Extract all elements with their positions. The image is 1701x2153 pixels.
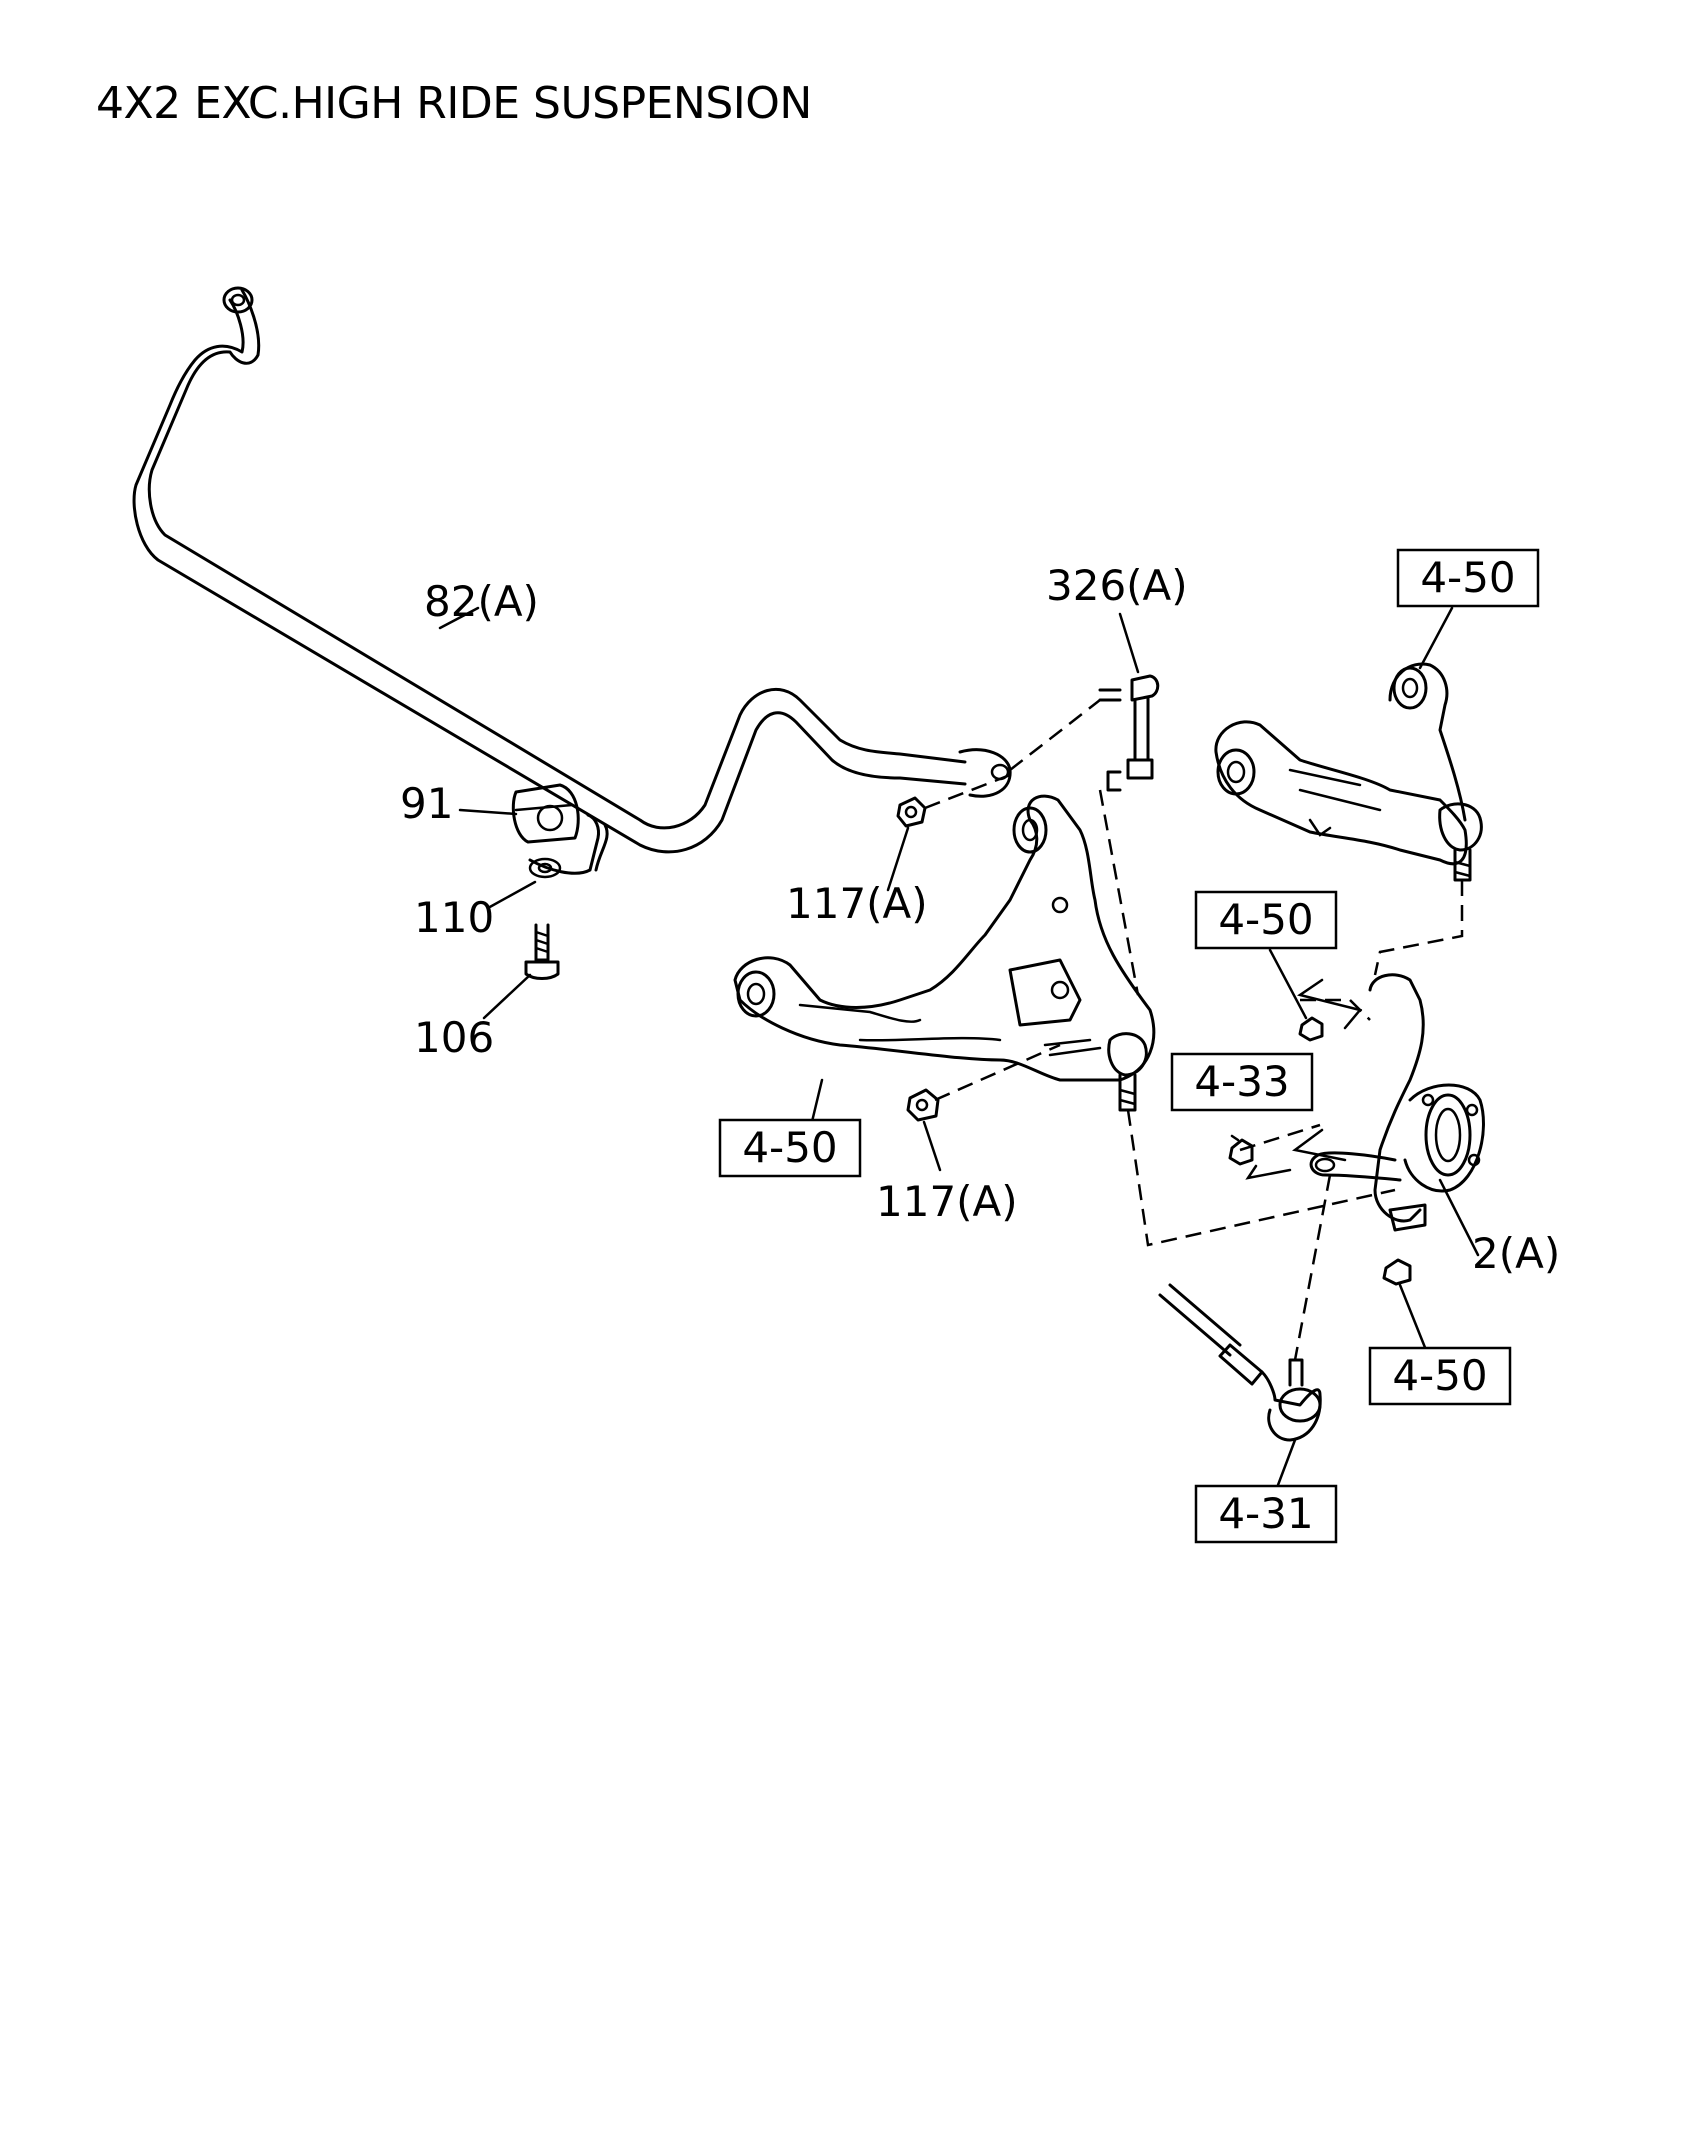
- lower-arm[interactable]: [733, 794, 1156, 1112]
- stabilizer-bar[interactable]: [132, 286, 1012, 854]
- ref-knuckle-nut[interactable]: 4-33: [1170, 1052, 1314, 1112]
- page-title: 4X2 EXC.HIGH RIDE SUSPENSION: [96, 78, 812, 129]
- ref-tie-rod[interactable]: 4-31: [1194, 1484, 1338, 1544]
- knuckle-upper-nut[interactable]: [1298, 1016, 1324, 1042]
- knuckle-nut[interactable]: [1228, 1138, 1254, 1166]
- ref-knuckle-upper[interactable]: 4-50: [1194, 890, 1338, 950]
- svg-text:4-50: 4-50: [742, 1123, 837, 1172]
- bracket[interactable]: [528, 813, 609, 879]
- svg-text:4-33: 4-33: [1194, 1057, 1289, 1106]
- callout-82: 82(A): [424, 577, 539, 626]
- bushing[interactable]: [511, 783, 580, 844]
- svg-text:4-50: 4-50: [1420, 553, 1515, 602]
- nut-lower[interactable]: [906, 1088, 940, 1122]
- ref-lower-arm[interactable]: 4-50: [718, 1118, 862, 1178]
- steering-knuckle[interactable]: [1309, 973, 1485, 1232]
- callout-117-upper: 117(A): [786, 879, 928, 928]
- tie-rod-end[interactable]: [1158, 1283, 1322, 1442]
- callout-326: 326(A): [1046, 561, 1188, 610]
- ref-upper-arm[interactable]: 4-50: [1396, 548, 1540, 608]
- bolt[interactable]: [524, 923, 560, 980]
- knuckle-lower-nut[interactable]: [1382, 1258, 1412, 1286]
- leader-lines: [438, 606, 1480, 1487]
- callout-2: 2(A): [1472, 1229, 1560, 1278]
- svg-text:4-50: 4-50: [1392, 1351, 1487, 1400]
- zigzag-markers: [1245, 978, 1363, 1180]
- svg-text:4-50: 4-50: [1218, 895, 1313, 944]
- callout-110: 110: [414, 893, 494, 942]
- callout-91: 91: [400, 779, 453, 828]
- upper-arm[interactable]: [1214, 662, 1483, 882]
- callout-106: 106: [414, 1013, 494, 1062]
- nut-upper[interactable]: [896, 796, 927, 828]
- ref-knuckle-lower[interactable]: 4-50: [1368, 1346, 1512, 1406]
- callout-117-lower: 117(A): [876, 1177, 1018, 1226]
- svg-text:4-31: 4-31: [1218, 1489, 1313, 1538]
- stabilizer-link[interactable]: [1098, 674, 1160, 792]
